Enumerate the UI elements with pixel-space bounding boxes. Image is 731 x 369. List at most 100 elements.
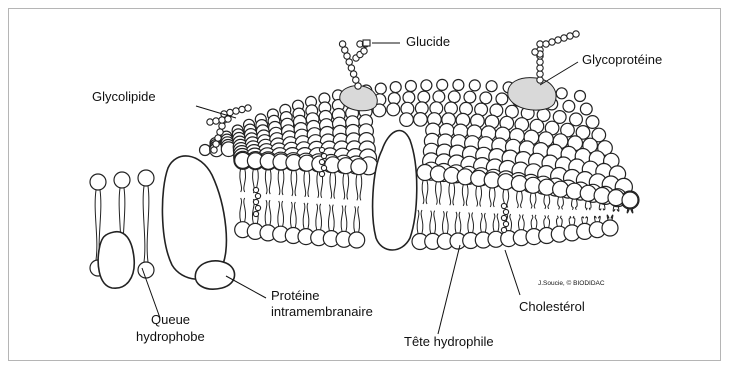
fatty-acid-tail — [143, 186, 145, 262]
glycolipid-bead — [213, 141, 219, 147]
fatty-acid-tail — [480, 186, 482, 206]
glycoprotein-bead — [537, 41, 543, 47]
fatty-acid-tail — [308, 171, 310, 197]
pointer-tete-hydrophile — [438, 245, 460, 334]
glycolipid-bead — [215, 135, 221, 141]
fatty-acid-tail — [304, 171, 306, 197]
phospholipid-head — [349, 232, 365, 248]
phospholipid-head — [556, 88, 567, 99]
fatty-acid-tail — [278, 170, 280, 195]
fatty-acid-tail — [586, 216, 588, 223]
label-cholesterol: Cholestérol — [519, 299, 585, 314]
fatty-acid-tail — [332, 205, 334, 231]
fatty-acid-tail — [343, 174, 345, 200]
glycolipid-bead — [245, 105, 251, 111]
intramembrane-protein-center — [373, 131, 417, 250]
fatty-acid-tail — [562, 197, 564, 209]
fatty-acid-tail — [589, 201, 591, 210]
glycoprotein-bead — [549, 39, 555, 45]
glycolipid-bead — [219, 123, 225, 129]
fatty-acid-tail — [290, 202, 292, 228]
phospholipid-head — [608, 190, 624, 206]
fatty-acid-tail — [522, 214, 524, 229]
fatty-acid-tail — [556, 216, 558, 227]
glucide-bead — [350, 71, 356, 77]
fatty-acid-tail — [244, 198, 246, 222]
fatty-acid-tail — [489, 188, 491, 207]
glycolipid-bead — [211, 147, 217, 153]
label-proteine: Protéine — [271, 288, 319, 303]
phospholipid-head — [580, 103, 592, 115]
glycolipid-bead — [219, 117, 225, 123]
phospholipid-head — [400, 113, 414, 127]
label-glycolipide: Glycolipide — [92, 89, 156, 104]
phospholipid-head — [448, 91, 460, 103]
cholesterol-ring — [253, 211, 258, 216]
fatty-acid-tail — [530, 193, 532, 208]
glycolipid-bead — [217, 129, 223, 135]
fatty-acid-tail — [472, 212, 474, 232]
cholesterol-ring — [321, 153, 326, 158]
glucide-bead — [342, 47, 348, 53]
pointer-proteine-intramembranaire — [226, 276, 266, 298]
fatty-acid-tail — [462, 185, 464, 206]
phospholipid-head — [405, 81, 416, 92]
glycoprotein-bead — [567, 33, 573, 39]
fatty-acid-tail — [544, 215, 546, 227]
glucide-bead — [355, 83, 361, 89]
fatty-acid-tail — [517, 191, 519, 208]
fatty-acid-tail — [294, 202, 296, 228]
cholesterol-ring — [503, 221, 508, 226]
glycolipid-bead — [207, 119, 213, 125]
fatty-acid-tail — [435, 182, 437, 205]
fatty-acid-tail — [599, 203, 601, 210]
fatty-acid-tail — [360, 175, 362, 201]
fatty-acid-tail — [535, 215, 537, 229]
fatty-acid-tail — [571, 199, 573, 210]
phospholipid-head — [602, 220, 618, 236]
fatty-acid-tail — [521, 191, 523, 208]
glycoprotein-bead — [537, 59, 543, 65]
cholesterol-ring — [319, 171, 324, 176]
fatty-acid-tail — [269, 200, 271, 225]
fatty-acid-tail — [453, 183, 455, 205]
phospholipid-head — [586, 116, 599, 129]
fatty-acid-tail — [468, 212, 470, 232]
phospholipid-head — [421, 80, 432, 91]
phospholipid-head — [138, 262, 154, 278]
cholesterol-ring — [253, 187, 258, 192]
phospholipid-head — [469, 80, 480, 91]
fatty-acid-tail — [265, 200, 267, 225]
fatty-acid-tail — [417, 210, 419, 234]
glycoprotein-bead — [573, 31, 579, 37]
fatty-acid-tail — [493, 188, 495, 207]
fatty-acid-tail — [147, 186, 149, 262]
phospholipid-head — [575, 91, 586, 102]
fatty-acid-tail — [421, 210, 423, 234]
fatty-acid-tail — [446, 211, 448, 233]
label-glucide: Glucide — [406, 34, 450, 49]
glycoprotein-bead — [532, 49, 538, 55]
queue-block-protein — [98, 232, 134, 289]
fatty-acid-tail — [497, 214, 499, 232]
fatty-acid-tail — [594, 216, 596, 222]
glycoprotein-bead — [543, 41, 549, 47]
fatty-acid-tail — [422, 181, 424, 205]
fatty-acid-tail — [240, 198, 242, 222]
fatty-acid-tail — [334, 173, 336, 199]
fatty-acid-tail — [442, 211, 444, 233]
fatty-acid-tail — [282, 201, 284, 226]
phospholipid-head — [114, 172, 130, 188]
fatty-acid-tail — [548, 195, 550, 209]
intramembrane-protein-left-base — [195, 261, 234, 289]
fatty-acid-tail — [459, 212, 461, 233]
fatty-acid-tail — [303, 203, 305, 229]
cholesterol-ring — [253, 199, 258, 204]
label-tete-hydrophile: Tête hydrophile — [404, 334, 494, 349]
cholesterol-ring — [321, 165, 326, 170]
fatty-acid-tail — [534, 193, 536, 208]
glycoprotein-bead — [555, 37, 561, 43]
fatty-acid-tail — [548, 215, 550, 227]
glycoprotein-bead — [561, 35, 567, 41]
